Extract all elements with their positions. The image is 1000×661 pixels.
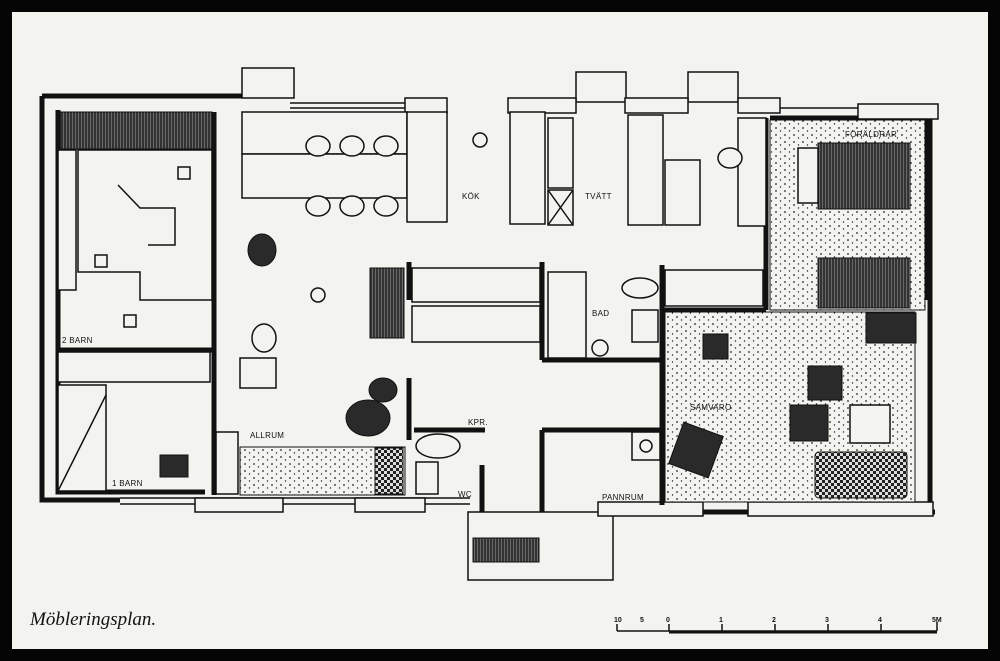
scale-bar: 10 5 0 1 2 3 4 5M <box>614 617 942 634</box>
room-label-1-barn: 1 BARN <box>112 479 143 488</box>
room-label-wc: WC <box>458 490 472 499</box>
scale-tick: 1 <box>719 617 723 624</box>
room-label-tvatt: TVÄTT <box>585 192 612 201</box>
room-label-foraldrar: FÖRÄLDRAR <box>845 130 897 139</box>
room-label-2-barn: 2 BARN <box>62 336 93 345</box>
scale-tick: 5M <box>932 617 942 624</box>
plan-title: Möbleringsplan. <box>29 609 156 630</box>
room-label-bad: BAD <box>592 309 609 318</box>
scale-tick: 10 <box>614 617 622 624</box>
scale-tick: 4 <box>878 617 882 624</box>
room-label-allrum: ALLRUM <box>250 431 284 440</box>
scale-tick: 2 <box>772 617 776 624</box>
scale-tick: 3 <box>825 617 829 624</box>
room-label-kpr: KPR. <box>468 418 488 427</box>
furniture <box>57 111 926 563</box>
scale-tick: 5 <box>640 617 644 624</box>
room-label-samvaro: SAMVARO <box>690 403 732 412</box>
room-label-kok: KÖK <box>462 192 480 201</box>
scale-tick: 0 <box>666 617 670 624</box>
room-label-pannrum: PANNRUM <box>602 493 644 502</box>
